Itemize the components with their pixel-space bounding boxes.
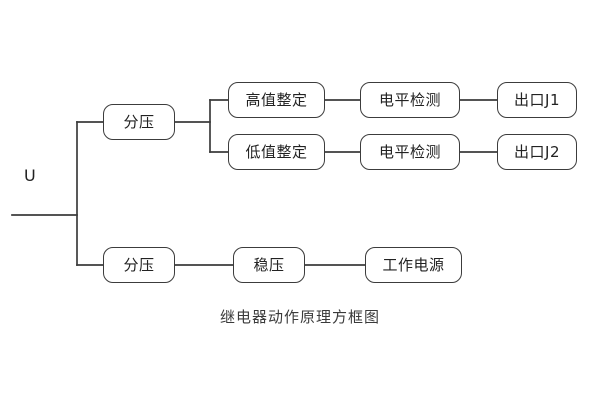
node-label: 电平检测 — [378, 90, 441, 109]
node-voltage-regulator: 稳压 — [233, 247, 305, 283]
node-label: 低值整定 — [245, 142, 308, 161]
node-label: 分压 — [123, 255, 155, 274]
node-label: 电平检测 — [378, 142, 441, 161]
input-voltage-label: U — [24, 166, 36, 185]
node-working-power-supply: 工作电源 — [365, 247, 462, 283]
node-output-j1: 出口J1 — [497, 82, 577, 118]
node-label: 出口J1 — [514, 90, 560, 109]
node-level-detection-1: 电平检测 — [360, 82, 460, 118]
node-label: 工作电源 — [382, 255, 445, 274]
node-level-detection-2: 电平检测 — [360, 134, 460, 170]
node-low-value-setting: 低值整定 — [228, 134, 325, 170]
node-label: 高值整定 — [245, 90, 308, 109]
node-label: 分压 — [123, 112, 155, 131]
node-divider-bottom: 分压 — [103, 247, 175, 283]
node-high-value-setting: 高值整定 — [228, 82, 325, 118]
node-label: 稳压 — [253, 255, 285, 274]
node-label: 出口J2 — [514, 142, 560, 161]
diagram-caption: 继电器动作原理方框图 — [219, 308, 380, 326]
node-output-j2: 出口J2 — [497, 134, 577, 170]
node-divider-top: 分压 — [103, 104, 175, 140]
